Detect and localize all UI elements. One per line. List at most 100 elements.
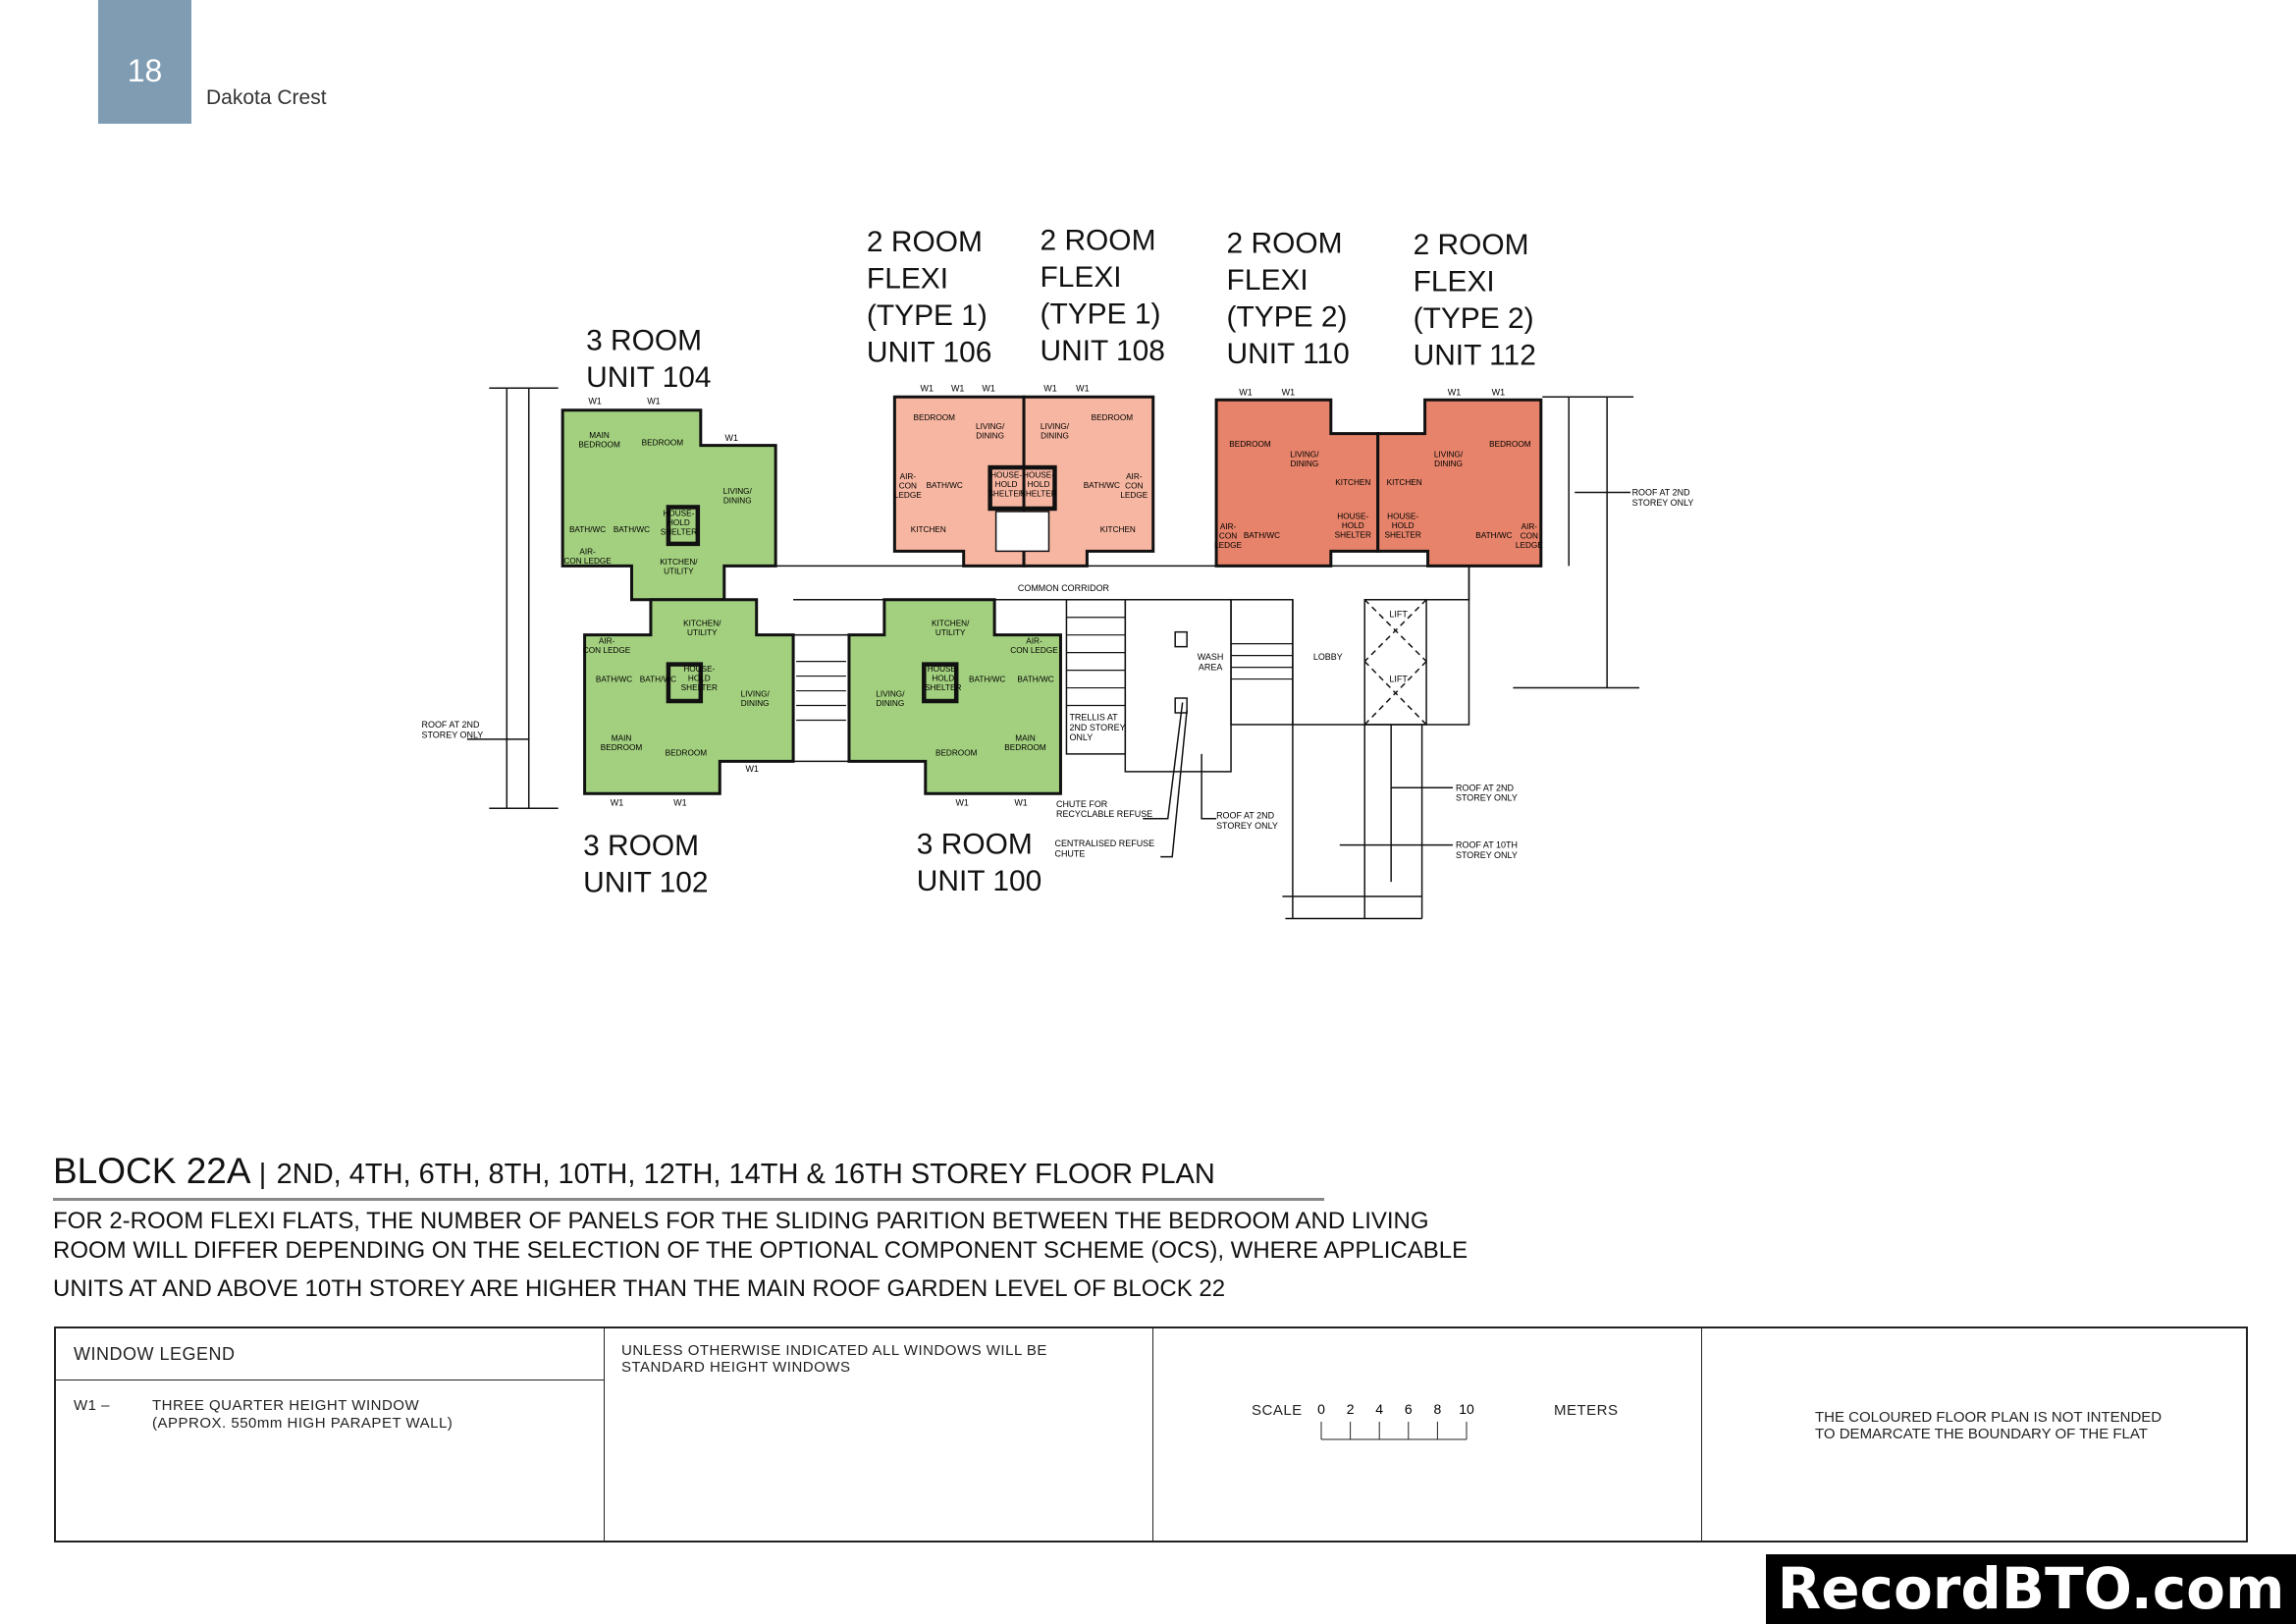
window-tag-w1: W1 — [647, 397, 660, 406]
common-area-label: LIFT — [1389, 610, 1408, 620]
household-shelter-wall — [666, 505, 701, 547]
room-label-110: BATH/WC — [1244, 531, 1280, 540]
window-tag-w1: W1 — [982, 383, 994, 393]
window-tag-w1: W1 — [951, 383, 964, 393]
project-name: Dakota Crest — [206, 86, 327, 109]
window-tag-w1: W1 — [1239, 388, 1252, 398]
disclaimer-line-1: THE COLOURED FLOOR PLAN IS NOT INTENDED — [1815, 1409, 2163, 1426]
standard-windows-cell: UNLESS OTHERWISE INDICATED ALL WINDOWS W… — [605, 1328, 1153, 1541]
window-tag-w1: W1 — [1014, 797, 1027, 807]
room-label-104: KITCHEN/UTILITY — [660, 558, 698, 575]
room-label-102: KITCHEN/UTILITY — [683, 620, 721, 637]
window-tag-w1: W1 — [1043, 383, 1056, 393]
window-tag-w1: W1 — [1282, 388, 1295, 398]
room-label-102: BEDROOM — [666, 748, 708, 757]
room-label-102: AIR-CON LEDGE — [583, 637, 631, 655]
room-label-108: KITCHEN — [1100, 525, 1136, 534]
room-label-104: BEDROOM — [642, 439, 684, 448]
window-tag-w1: W1 — [1448, 388, 1461, 398]
title-underline — [53, 1198, 1324, 1201]
window-tag-w1: W1 — [673, 797, 686, 807]
room-label-100: BATH/WC — [969, 676, 1005, 684]
common-area-label: LIFT — [1389, 675, 1408, 684]
page-number: 18 — [98, 0, 191, 124]
scale-tick-label: 6 — [1405, 1402, 1413, 1417]
scale-unit: METERS — [1554, 1402, 1619, 1419]
room-label-108: LIVING/DINING — [1041, 422, 1070, 440]
window-desc-2: (APPROX. 550mm HIGH PARAPET WALL) — [152, 1415, 454, 1432]
scale-tick-label: 4 — [1375, 1402, 1383, 1417]
common-area-label: LOBBY — [1313, 652, 1343, 662]
room-label-106: BEDROOM — [914, 413, 956, 422]
standard-windows-note-1: UNLESS OTHERWISE INDICATED ALL WINDOWS W… — [621, 1342, 1047, 1359]
room-label-104: LIVING/DINING — [723, 487, 753, 505]
window-tag-w1: W1 — [955, 797, 968, 807]
window-tag-w1: W1 — [611, 797, 623, 807]
legend-table: WINDOW LEGEND W1 – THREE QUARTER HEIGHT … — [54, 1326, 2248, 1543]
room-label-102: BATH/WC — [640, 676, 676, 684]
room-label-102: LIVING/DINING — [741, 690, 771, 708]
window-code: W1 – — [74, 1397, 111, 1414]
room-label-112: KITCHEN — [1387, 478, 1422, 487]
disclaimer-cell: THE COLOURED FLOOR PLAN IS NOT INTENDED … — [1702, 1328, 2248, 1541]
window-tag-w1: W1 — [921, 383, 934, 393]
room-label-112: BEDROOM — [1489, 440, 1531, 449]
scale-tick-label: 0 — [1317, 1402, 1325, 1417]
lift-void — [994, 511, 1050, 553]
scale-tick-label: 8 — [1434, 1402, 1442, 1417]
room-label-108: BATH/WC — [1084, 481, 1120, 490]
room-label-100: AIR-CON LEDGE — [1010, 637, 1058, 655]
room-label-112: LIVING/DINING — [1434, 451, 1464, 468]
window-legend-heading: WINDOW LEGEND — [74, 1344, 236, 1364]
title-separator: | — [258, 1159, 267, 1190]
note-line-3: UNITS AT AND ABOVE 10TH STOREY ARE HIGHE… — [53, 1275, 1226, 1302]
window-tag-w1: W1 — [725, 433, 738, 443]
room-label-100: KITCHEN/UTILITY — [932, 620, 970, 637]
standard-windows-note-2: STANDARD HEIGHT WINDOWS — [621, 1359, 851, 1376]
room-label-110: KITCHEN — [1335, 478, 1370, 487]
note-line-1: FOR 2-ROOM FLEXI FLATS, THE NUMBER OF PA… — [53, 1208, 1429, 1234]
room-label-104: BATH/WC — [614, 525, 650, 534]
room-label-108: BEDROOM — [1092, 413, 1134, 422]
scale-label: SCALE — [1252, 1402, 1303, 1419]
room-label-106: KITCHEN — [911, 525, 946, 534]
window-desc-1: THREE QUARTER HEIGHT WINDOW — [152, 1397, 420, 1414]
unit-112 — [1376, 398, 1543, 568]
common-area-label: COMMON CORRIDOR — [1018, 583, 1110, 593]
disclaimer-line-2: TO DEMARCATE THE BOUNDARY OF THE FLAT — [1815, 1426, 2148, 1442]
room-label-100: BEDROOM — [935, 748, 978, 757]
room-label-110: LIVING/DINING — [1290, 451, 1319, 468]
unit-102 — [583, 598, 795, 795]
household-shelter-wall — [666, 662, 704, 704]
storey-list: 2ND, 4TH, 6TH, 8TH, 10TH, 12TH, 14TH & 1… — [276, 1159, 1215, 1190]
scale-tick-label: 10 — [1459, 1402, 1474, 1417]
window-tag-w1: W1 — [1076, 383, 1089, 393]
room-label-106: BATH/WC — [927, 481, 963, 490]
